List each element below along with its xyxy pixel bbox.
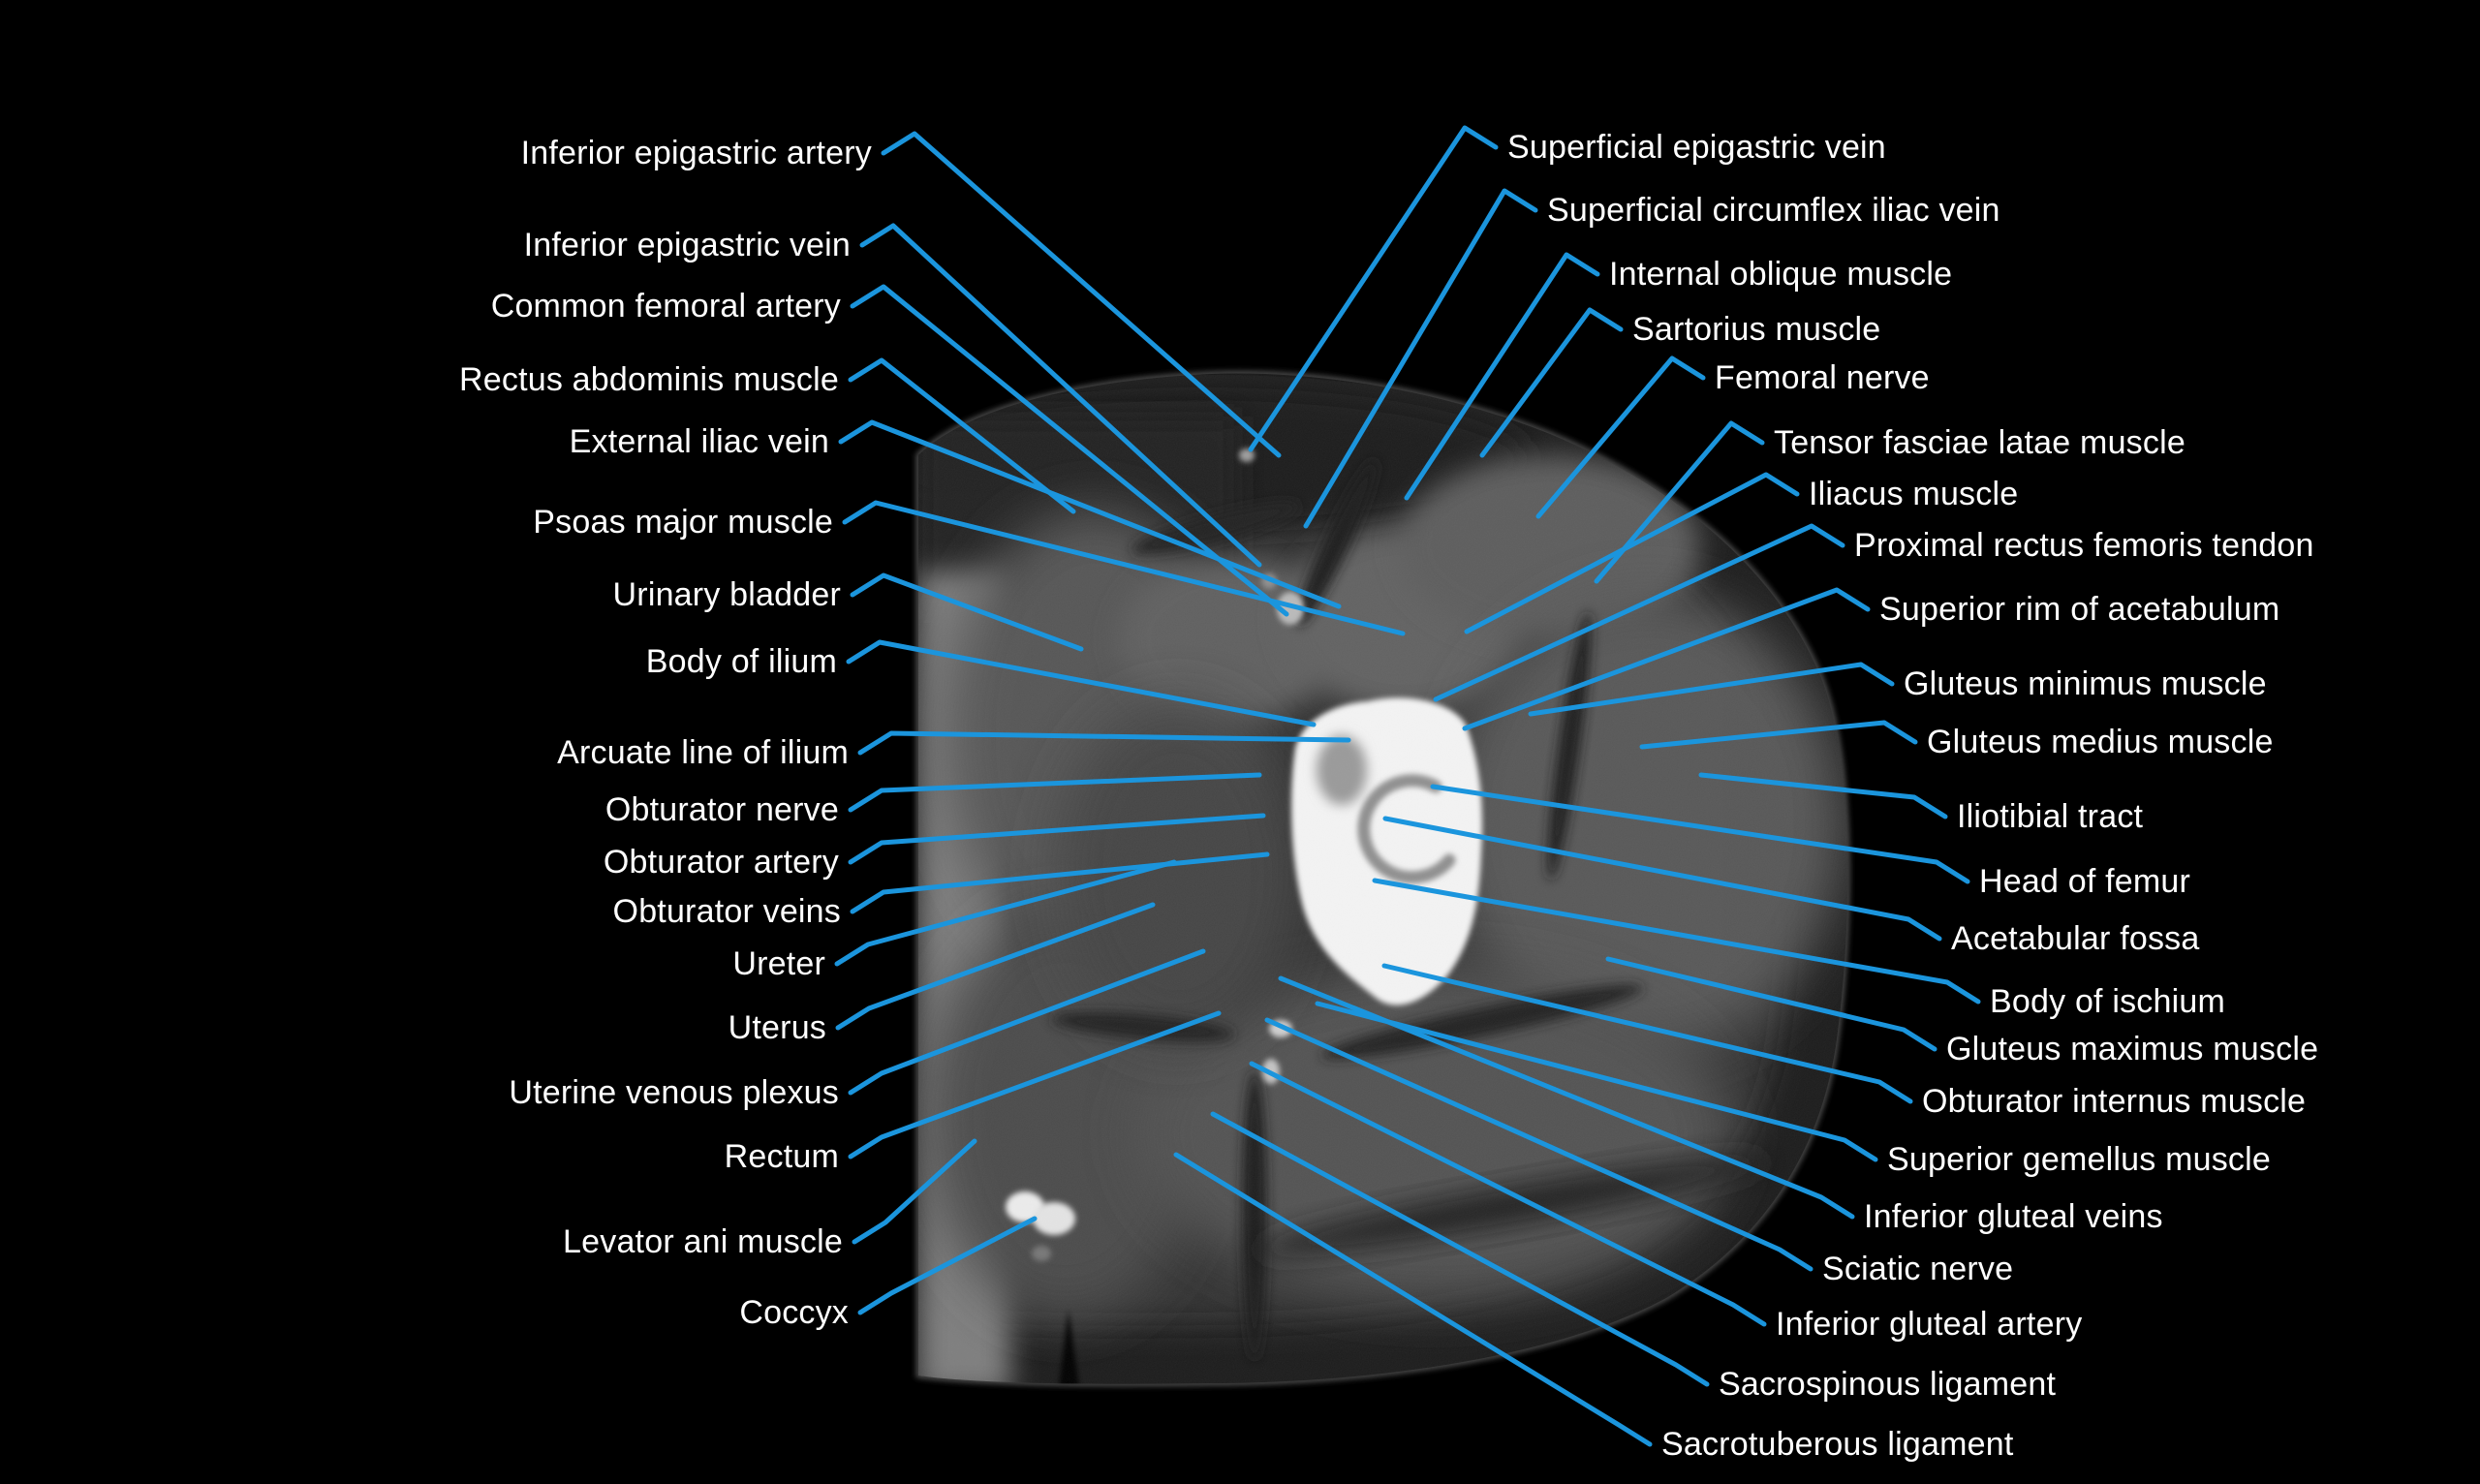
label-common-femoral-artery: Common femoral artery [490,288,841,325]
leader-line-proximal-rectus-femoris-tendon [1433,523,1845,702]
leader-line-uterine-venous-plexus [848,948,1206,1096]
leader-line-iliacus-muscle [1464,472,1800,634]
label-proximal-rectus-femoris-tendon: Proximal rectus femoris tendon [1854,527,2314,564]
leader-line-sacrospinous-ligament [1210,1111,1710,1387]
leader-line-acetabular-fossa [1382,816,1942,942]
leader-line-external-iliac-vein [838,419,1342,609]
leader-line-uterus [835,902,1156,1031]
label-internal-oblique-muscle: Internal oblique muscle [1609,256,1953,293]
label-levator-ani-muscle: Levator ani muscle [563,1223,843,1260]
leader-line-gluteus-maximus-muscle [1605,956,1938,1052]
label-inferior-epigastric-artery: Inferior epigastric artery [520,135,872,171]
label-tensor-fasciae-latae-muscle: Tensor fasciae latae muscle [1774,424,2186,461]
label-obturator-artery: Obturator artery [603,844,839,881]
label-inferior-gluteal-veins: Inferior gluteal veins [1864,1198,2163,1235]
leader-line-obturator-nerve [848,772,1262,813]
label-inferior-epigastric-vein: Inferior epigastric vein [523,227,851,263]
leader-lines [834,125,1981,1447]
label-body-of-ischium: Body of ischium [1990,983,2225,1020]
label-sacrospinous-ligament: Sacrospinous ligament [1719,1366,2057,1403]
label-sartorius-muscle: Sartorius muscle [1632,311,1881,348]
label-ureter: Ureter [732,945,825,982]
leader-line-superior-rim-of-acetabulum [1462,587,1871,731]
label-external-iliac-vein: External iliac vein [569,423,829,460]
label-psoas-major-muscle: Psoas major muscle [533,504,833,541]
leader-line-superficial-circumflex-iliac-vein [1303,188,1538,529]
leader-line-superficial-epigastric-vein [1248,125,1499,452]
leader-line-coccyx [857,1216,1038,1315]
label-arcuate-line-of-ilium: Arcuate line of ilium [557,734,849,771]
label-sciatic-nerve: Sciatic nerve [1822,1251,2014,1287]
leader-line-obturator-veins [850,851,1270,914]
leader-line-tensor-fasciae-latae-muscle [1594,420,1765,584]
leader-line-gluteus-minimus-muscle [1528,662,1895,717]
label-rectum: Rectum [724,1138,839,1175]
label-superficial-circumflex-iliac-vein: Superficial circumflex iliac vein [1547,192,2000,229]
label-body-of-ilium: Body of ilium [645,643,837,680]
leader-line-sacrotuberous-ligament [1173,1152,1653,1447]
leader-line-inferior-epigastric-artery [881,131,1282,458]
label-superior-gemellus-muscle: Superior gemellus muscle [1887,1141,2271,1178]
label-uterus: Uterus [728,1009,826,1046]
label-sacrotuberous-ligament: Sacrotuberous ligament [1661,1426,2014,1463]
leader-line-obturator-internus-muscle [1381,963,1913,1104]
label-femoral-nerve: Femoral nerve [1715,359,1930,396]
label-obturator-veins: Obturator veins [612,893,841,930]
body-cross-section [915,370,1850,1387]
leader-line-ureter [834,859,1177,967]
leader-line-gluteus-medius-muscle [1639,720,1918,750]
leader-line-obturator-artery [848,813,1266,865]
label-obturator-nerve: Obturator nerve [604,791,839,828]
label-superficial-epigastric-vein: Superficial epigastric vein [1507,129,1886,166]
label-iliotibial-tract: Iliotibial tract [1957,798,2144,835]
label-head-of-femur: Head of femur [1979,863,2191,900]
leader-line-body-of-ischium [1372,878,1981,1005]
leader-line-levator-ani-muscle [852,1138,977,1245]
leader-line-urinary-bladder [850,572,1084,652]
label-rectus-abdominis-muscle: Rectus abdominis muscle [459,361,839,398]
leader-line-inferior-gluteal-veins [1278,975,1855,1220]
label-urinary-bladder: Urinary bladder [612,576,841,613]
leader-line-superior-gemellus-muscle [1315,1001,1878,1162]
leader-line-inferior-gluteal-artery [1249,1061,1767,1327]
leader-line-arcuate-line-of-ilium [857,730,1351,756]
leader-line-sartorius-muscle [1479,307,1624,458]
leader-line-psoas-major-muscle [842,500,1406,636]
leader-line-sciatic-nerve [1264,1017,1814,1272]
label-uterine-venous-plexus: Uterine venous plexus [509,1074,839,1111]
leader-line-common-femoral-artery [850,284,1289,617]
label-coccyx: Coccyx [739,1294,849,1331]
leader-line-internal-oblique-muscle [1404,252,1600,501]
leader-line-rectus-abdominis-muscle [848,357,1076,514]
leader-line-femoral-nerve [1535,356,1706,519]
leader-line-body-of-ilium [846,639,1317,727]
label-acetabular-fossa: Acetabular fossa [1951,920,2200,957]
leader-line-head-of-femur [1430,784,1970,884]
label-inferior-gluteal-artery: Inferior gluteal artery [1776,1306,2083,1343]
leader-line-rectum [848,1010,1222,1159]
label-gluteus-medius-muscle: Gluteus medius muscle [1927,724,2274,760]
leader-line-inferior-epigastric-vein [859,223,1262,568]
label-gluteus-minimus-muscle: Gluteus minimus muscle [1904,665,2267,702]
label-superior-rim-of-acetabulum: Superior rim of acetabulum [1879,591,2280,628]
label-iliacus-muscle: Iliacus muscle [1809,476,2019,512]
leader-line-iliotibial-tract [1698,772,1948,819]
label-obturator-internus-muscle: Obturator internus muscle [1922,1083,2307,1120]
label-gluteus-maximus-muscle: Gluteus maximus muscle [1946,1031,2319,1067]
